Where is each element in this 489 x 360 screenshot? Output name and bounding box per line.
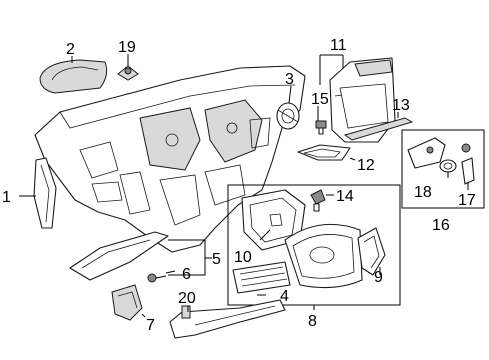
part-20-floor-bracket xyxy=(169,299,286,339)
part-6-screw xyxy=(147,273,167,283)
callout-2: 2 xyxy=(66,41,75,58)
callout-17: 17 xyxy=(458,192,476,209)
callouts: 1 2 19 3 11 15 13 12 14 10 9 4 8 5 6 7 2… xyxy=(2,37,476,334)
part-17-switch xyxy=(461,143,475,185)
callout-16: 16 xyxy=(432,217,450,234)
part-15-bolt xyxy=(315,120,327,135)
part-2-top-cover xyxy=(39,59,108,94)
part-11-glove-box xyxy=(329,57,396,143)
callout-5: 5 xyxy=(212,251,221,268)
callout-18: 18 xyxy=(414,184,432,201)
callout-6: 6 xyxy=(182,266,191,283)
part-14-fastener xyxy=(310,189,326,212)
callout-14: 14 xyxy=(336,188,354,205)
part-19-clip xyxy=(117,65,139,81)
leader-lines xyxy=(19,54,469,318)
callout-15: 15 xyxy=(311,91,329,108)
instrument-panel xyxy=(34,65,306,253)
part-5-lower-trim xyxy=(69,231,169,281)
callout-20: 20 xyxy=(178,290,196,307)
callout-12: 12 xyxy=(357,157,375,174)
part-13-trim-strip xyxy=(343,117,414,141)
callout-8: 8 xyxy=(308,313,317,330)
part-16-bracket xyxy=(407,137,446,169)
callout-13: 13 xyxy=(392,97,410,114)
callout-10: 10 xyxy=(234,249,252,266)
part-8-center-bezel xyxy=(284,223,363,289)
part-18-bushing xyxy=(439,159,457,173)
callout-3: 3 xyxy=(285,71,294,88)
callout-1: 1 xyxy=(2,189,11,206)
part-10-bracket xyxy=(241,189,306,251)
callout-9: 9 xyxy=(374,269,383,286)
callout-11: 11 xyxy=(330,37,347,54)
callout-4: 4 xyxy=(280,288,289,305)
callout-7: 7 xyxy=(146,317,155,334)
callout-19: 19 xyxy=(118,39,136,56)
part-12-seal xyxy=(297,144,351,161)
part-3-knob xyxy=(276,102,300,130)
part-4-air-vent xyxy=(232,261,291,294)
part-9-side-trim xyxy=(357,227,386,276)
box-16-kit xyxy=(401,129,485,209)
part-7-knee-bracket xyxy=(111,284,143,321)
